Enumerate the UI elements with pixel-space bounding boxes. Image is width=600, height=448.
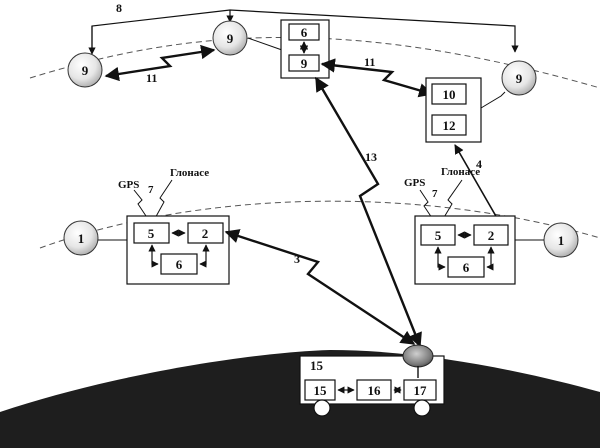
left-ground-module: 5 2 6 — [98, 215, 230, 285]
label-11-left: 11 — [146, 71, 157, 85]
upper-module-top: 6 — [301, 25, 308, 40]
satellite-upper-right: 9 — [501, 60, 537, 96]
gps-label-left: GPS — [118, 179, 139, 191]
link-11-right: 11 — [320, 55, 434, 98]
right-upper-module-top: 10 — [443, 87, 456, 102]
label-8: 8 — [116, 1, 122, 15]
link-4: 4 — [454, 144, 498, 219]
vehicle-block-17-label: 17 — [414, 383, 428, 398]
glonass-label-left: Глонасе — [170, 167, 209, 179]
label-4: 4 — [476, 157, 482, 171]
upper-module-bottom: 9 — [301, 56, 308, 71]
satellite-upper-left-label: 9 — [82, 63, 89, 78]
right-ground-module: 5 2 6 — [414, 215, 544, 285]
vehicle-block-16 — [356, 379, 392, 401]
satellite-lower-left: 1 — [63, 220, 99, 256]
left-ground-box-6: 6 — [176, 257, 183, 272]
right-ground-box-5: 5 — [435, 228, 442, 243]
right-ground-box-2: 2 — [488, 228, 495, 243]
label-3: 3 — [294, 252, 300, 266]
vehicle: 15 15 16 17 — [299, 344, 445, 417]
satellite-lower-left-label: 1 — [78, 231, 85, 246]
right-upper-module-bottom: 12 — [443, 118, 456, 133]
right-upper-module: 10 12 — [425, 77, 506, 143]
satellite-upper-left: 9 — [67, 52, 103, 88]
left-ground-box-2: 2 — [202, 226, 209, 241]
upper-module: 6 9 — [247, 19, 330, 79]
label-13: 13 — [365, 150, 377, 164]
lower-orbit — [39, 200, 600, 249]
vehicle-wheel-right — [413, 399, 431, 417]
nav-signals-right: GPS Глонасе 7 — [404, 166, 480, 225]
glonass-label-right: Глонасе — [441, 166, 480, 178]
gps-label-right: GPS — [404, 177, 425, 189]
ref-7-label-right: 7 — [432, 188, 438, 200]
satellite-lower-right: 1 — [543, 222, 579, 258]
antenna-dish-icon — [402, 344, 434, 368]
satellite-upper-middle: 9 — [212, 20, 248, 56]
link-3: 3 — [224, 229, 416, 346]
satellite-upper-middle-label: 9 — [227, 31, 234, 46]
link-8: 8 — [88, 1, 519, 55]
link-11-left: 11 — [104, 44, 216, 85]
satellite-lower-right-label: 1 — [558, 233, 565, 248]
right-ground-box-6: 6 — [463, 260, 470, 275]
vehicle-ref-label: 15 — [310, 358, 324, 373]
vehicle-block-16-label: 16 — [368, 383, 382, 398]
vehicle-block-15-label: 15 — [314, 383, 328, 398]
ref-7-label-left: 7 — [148, 184, 154, 196]
satellite-upper-right-label: 9 — [516, 71, 523, 86]
nav-signals-left: GPS Глонасе 7 — [118, 167, 209, 223]
left-ground-box-5: 5 — [148, 226, 155, 241]
label-11-right: 11 — [364, 55, 375, 69]
vehicle-wheel-left — [313, 399, 331, 417]
link-13: 13 — [314, 76, 422, 348]
